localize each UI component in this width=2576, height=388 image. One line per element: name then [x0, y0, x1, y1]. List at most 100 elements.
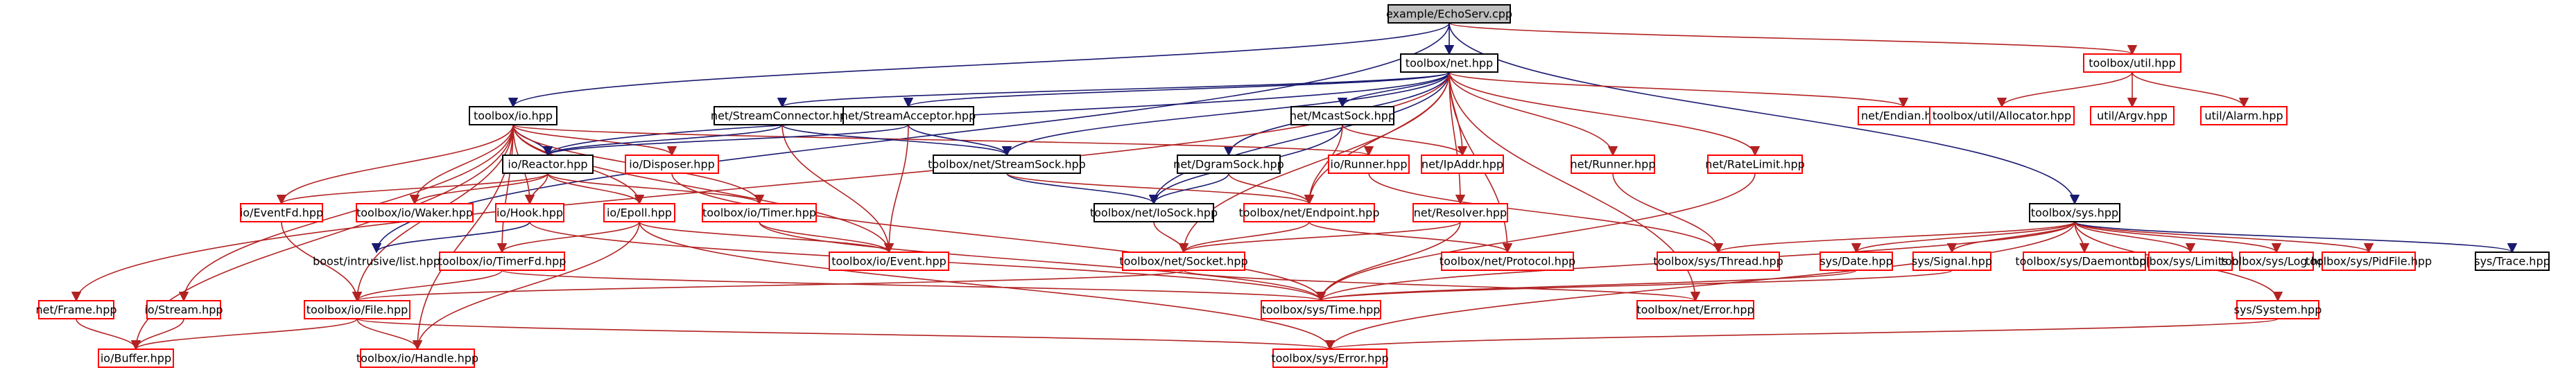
- node-label: toolbox/sys/Error.hpp: [1271, 352, 1388, 365]
- node-root[interactable]: example/EchoServ.cpp: [1386, 4, 1512, 24]
- node-box: [1177, 155, 1281, 174]
- node-stream-connector[interactable]: net/StreamConnector.hpp: [711, 106, 854, 125]
- node-util[interactable]: toolbox/util.hpp: [2083, 53, 2181, 73]
- node-io-stream[interactable]: io/Stream.hpp: [144, 300, 223, 319]
- node-net-endpoint[interactable]: toolbox/net/Endpoint.hpp: [1238, 203, 1380, 222]
- edge-net_stream_sock-to-net_endpoint: [1006, 173, 1314, 205]
- node-box: [1421, 155, 1504, 174]
- node-net-socket[interactable]: toolbox/net/Socket.hpp: [1119, 252, 1248, 271]
- node-net-protocol[interactable]: toolbox/net/Protocol.hpp: [1440, 252, 1575, 271]
- edge-net-to-mcast_sock: [1337, 71, 1450, 108]
- node-sys-log[interactable]: toolbox/sys/Log.hpp: [2221, 252, 2332, 271]
- node-io-hook[interactable]: io/Hook.hpp: [495, 203, 564, 222]
- edge-io_reactor-to-io_waker: [409, 173, 548, 205]
- edge-io_reactor-to-io_event_fd: [277, 173, 548, 205]
- node-sys-trace[interactable]: sys/Trace.hpp: [2474, 252, 2550, 271]
- node-util-argv[interactable]: util/Argv.hpp: [2090, 106, 2175, 125]
- node-label: io/Epoll.hpp: [607, 206, 672, 220]
- node-label: net/StreamAcceptor.hpp: [841, 109, 976, 123]
- node-io-waker[interactable]: toolbox/io/Waker.hpp: [356, 203, 474, 222]
- node-util-alarm[interactable]: util/Alarm.hpp: [2200, 106, 2288, 125]
- node-net[interactable]: toolbox/net.hpp: [1400, 53, 1498, 73]
- node-io-disposer[interactable]: io/Disposer.hpp: [625, 155, 719, 174]
- node-io-handle[interactable]: toolbox/io/Handle.hpp: [356, 349, 478, 368]
- node-label: io/Hook.hpp: [496, 206, 563, 220]
- node-label: toolbox/sys.hpp: [2031, 206, 2118, 220]
- edge-mcast_sock-to-net_endpoint: [1304, 124, 1343, 205]
- node-sys[interactable]: toolbox/sys.hpp: [2029, 203, 2120, 222]
- node-io-event-fd[interactable]: io/EventFd.hpp: [240, 203, 323, 222]
- node-sys-pid-file[interactable]: toolbox/sys/PidFile.hpp: [2306, 252, 2432, 271]
- node-net-io-sock[interactable]: toolbox/net/IoSock.hpp: [1090, 203, 1218, 222]
- node-io-runner[interactable]: io/Runner.hpp: [1328, 155, 1410, 174]
- node-sys-thread[interactable]: toolbox/sys/Thread.hpp: [1653, 252, 1783, 271]
- node-net-frame[interactable]: net/Frame.hpp: [35, 300, 117, 319]
- node-box: [714, 106, 851, 125]
- edge-net_resolver-to-net_socket: [1179, 221, 1461, 254]
- node-net-rate-limit[interactable]: net/RateLimit.hpp: [1705, 155, 1805, 174]
- node-box: [1093, 203, 1214, 222]
- node-sys-system[interactable]: sys/System.hpp: [2234, 300, 2322, 319]
- node-sys-limits[interactable]: toolbox/sys/Limits.hpp: [2128, 252, 2253, 271]
- node-net-error[interactable]: toolbox/net/Error.hpp: [1636, 300, 1754, 319]
- node-box: [842, 106, 974, 125]
- edge-io_epoll-to-sys_error: [639, 221, 1335, 351]
- edge-io-to-io_stream: [178, 124, 514, 302]
- node-mcast-sock[interactable]: net/McastSock.hpp: [1290, 106, 1395, 125]
- node-box: [1707, 155, 1803, 174]
- edge-sys-to-sys_limits: [2074, 221, 2196, 254]
- node-label: toolbox/net/Socket.hpp: [1119, 255, 1247, 268]
- node-box: [98, 349, 174, 368]
- edge-io-to-io_disposer: [512, 124, 677, 157]
- node-util-allocator[interactable]: toolbox/util/Allocator.hpp: [1929, 106, 2075, 125]
- node-box: [829, 252, 949, 271]
- node-box: [2475, 252, 2550, 271]
- node-label: toolbox/net/Error.hpp: [1636, 303, 1754, 317]
- node-sys-signal[interactable]: sys/Signal.hpp: [1912, 252, 1992, 271]
- node-io-event[interactable]: toolbox/io/Event.hpp: [829, 252, 949, 271]
- node-label: toolbox/util/Allocator.hpp: [1933, 109, 2071, 123]
- node-io-file[interactable]: toolbox/io/File.hpp: [304, 300, 410, 319]
- node-label: toolbox/sys/Time.hpp: [1262, 303, 1381, 317]
- edge-io_timer-to-io_event: [759, 221, 894, 254]
- node-io-timer-fd[interactable]: toolbox/io/TimerFd.hpp: [438, 252, 567, 271]
- edge-net-to-net_io_sock: [1148, 71, 1450, 205]
- node-net-dgram-sock[interactable]: net/DgramSock.hpp: [1173, 155, 1284, 174]
- node-sys-time[interactable]: toolbox/sys/Time.hpp: [1261, 300, 1381, 319]
- node-box: [1388, 4, 1511, 24]
- node-io-epoll[interactable]: io/Epoll.hpp: [603, 203, 675, 222]
- edge-net-to-net_rate_limit: [1449, 71, 1761, 157]
- edge-sys-to-sys_date: [1851, 221, 2075, 254]
- node-stream-acceptor[interactable]: net/StreamAcceptor.hpp: [841, 106, 976, 125]
- edge-net-to-net_stream_sock: [1001, 71, 1450, 157]
- node-sys-error[interactable]: toolbox/sys/Error.hpp: [1271, 349, 1389, 368]
- node-box: [502, 155, 594, 174]
- node-boost-list: boost/intrusive/list.hpp: [313, 255, 440, 268]
- node-box: [1243, 203, 1375, 222]
- node-io[interactable]: toolbox/io.hpp: [469, 106, 557, 125]
- node-sys-daemon[interactable]: toolbox/sys/Daemon.hpp: [2015, 252, 2154, 271]
- node-label: toolbox/io/Waker.hpp: [356, 206, 473, 220]
- node-sys-date[interactable]: sys/Date.hpp: [1819, 252, 1893, 271]
- node-box: [304, 300, 410, 319]
- node-net-endian[interactable]: net/Endian.hpp: [1858, 106, 1949, 125]
- node-label: sys/Trace.hpp: [2474, 255, 2550, 268]
- node-io-timer[interactable]: toolbox/io/Timer.hpp: [702, 203, 817, 222]
- node-net-stream-sock[interactable]: toolbox/net/StreamSock.hpp: [928, 155, 1086, 174]
- node-box: [240, 203, 323, 222]
- node-io-reactor[interactable]: io/Reactor.hpp: [502, 155, 594, 174]
- node-net-runner[interactable]: net/Runner.hpp: [1571, 155, 1656, 174]
- node-io-buffer[interactable]: io/Buffer.hpp: [98, 349, 174, 368]
- node-label: io/Disposer.hpp: [629, 158, 715, 171]
- edge-stream_acceptor-to-io_reactor: [543, 124, 909, 157]
- edge-net_io_sock-to-net_socket: [1153, 221, 1189, 254]
- edge-sys-to-sys_error: [1324, 221, 2075, 351]
- node-box: [146, 300, 221, 319]
- node-box: [1122, 252, 1245, 271]
- node-net-resolver[interactable]: net/Resolver.hpp: [1412, 203, 1508, 222]
- edge-io_disposer-to-sys_time: [671, 173, 1326, 302]
- node-net-ip-addr[interactable]: net/IpAddr.hpp: [1421, 155, 1504, 174]
- node-box: [1441, 252, 1574, 271]
- node-label: toolbox/io/Handle.hpp: [356, 352, 478, 365]
